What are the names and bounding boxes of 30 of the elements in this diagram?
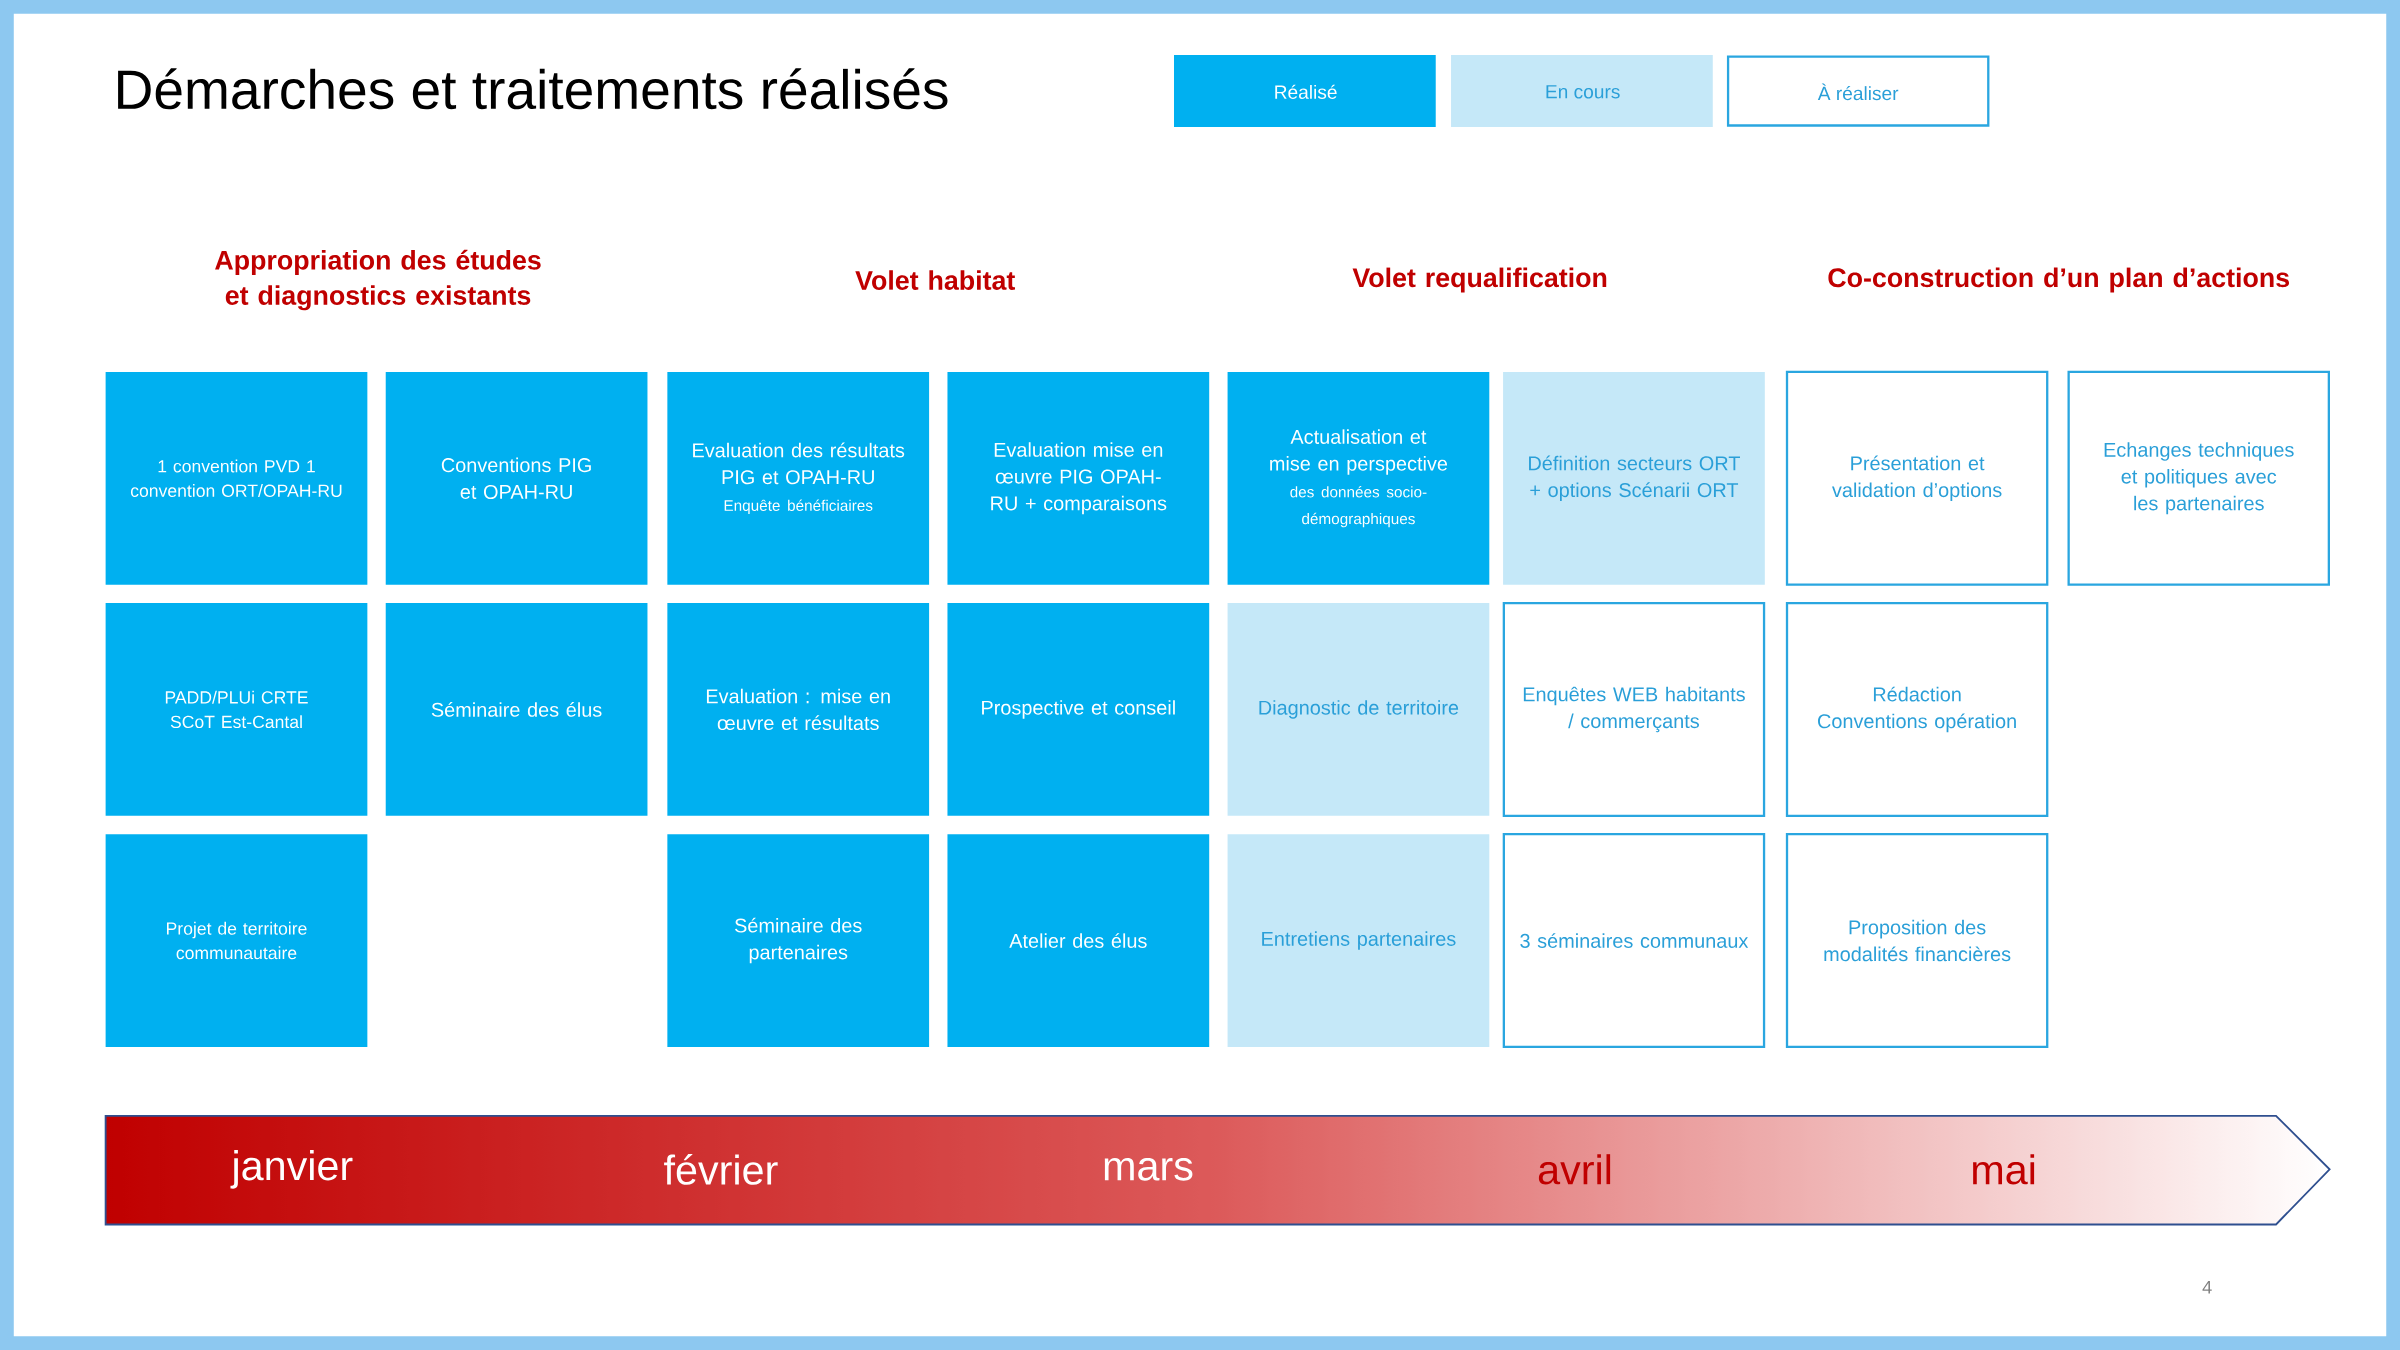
- legend-item: À réaliser: [1726, 55, 1990, 127]
- task-box: Evaluation des résultats PIG et OPAH-RU Enquête bénéficiaires: [667, 371, 930, 585]
- task-box: 1 convention PVD 1 convention ORT/OPAH-RU: [105, 371, 368, 585]
- column-heading: Appropriation des études et diagnostics existants: [215, 249, 541, 311]
- task-box: Séminaire des partenaires: [667, 834, 930, 1047]
- task-box: Enquêtes WEB habitants / commerçants: [1502, 601, 1766, 817]
- task-box: Entretiens partenaires: [1227, 834, 1490, 1047]
- task-box: Conventions PIG et OPAH-RU: [385, 371, 648, 585]
- slide-title: Démarches et traitements réalisés: [118, 68, 948, 110]
- task-box: Atelier des élus: [947, 834, 1210, 1047]
- task-box: PADD/PLUi CRTE SCoT Est-Cantal: [105, 603, 368, 816]
- task-box: Présentation et validation d’options: [1785, 370, 2049, 586]
- task-box: Evaluation mise en œuvre PIG OPAH-RU + comparaisons: [947, 371, 1210, 585]
- task-box: Prospective et conseil: [947, 603, 1210, 816]
- task-box: Définition secteurs ORT + options Scénarii ORT: [1503, 371, 1765, 585]
- column-heading: Volet requalification: [1352, 267, 1607, 293]
- task-box: 3 séminaires communaux: [1502, 833, 1766, 1049]
- legend-item: En cours: [1451, 55, 1713, 127]
- task-box: Projet de territoire communautaire: [105, 834, 368, 1047]
- task-box: Evaluation : mise en œuvre et résultats: [667, 603, 930, 816]
- task-box: Echanges techniques et politiques avec les partenaires: [2067, 370, 2330, 586]
- page-number: 4: [2202, 1280, 2212, 1294]
- task-box: Séminaire des élus: [385, 603, 648, 816]
- column-heading: Volet habitat: [855, 270, 1015, 290]
- legend-item: Réalisé: [1174, 55, 1436, 127]
- task-box: Diagnostic de territoire: [1227, 603, 1490, 816]
- task-box: Proposition des modalités financières: [1785, 833, 2049, 1049]
- column-heading: Co-construction d’un plan d’actions: [1828, 267, 2289, 293]
- task-box: Actualisation et mise en perspective des données socio-démographiques: [1227, 371, 1490, 585]
- task-box: Rédaction Conventions opération: [1785, 601, 2049, 817]
